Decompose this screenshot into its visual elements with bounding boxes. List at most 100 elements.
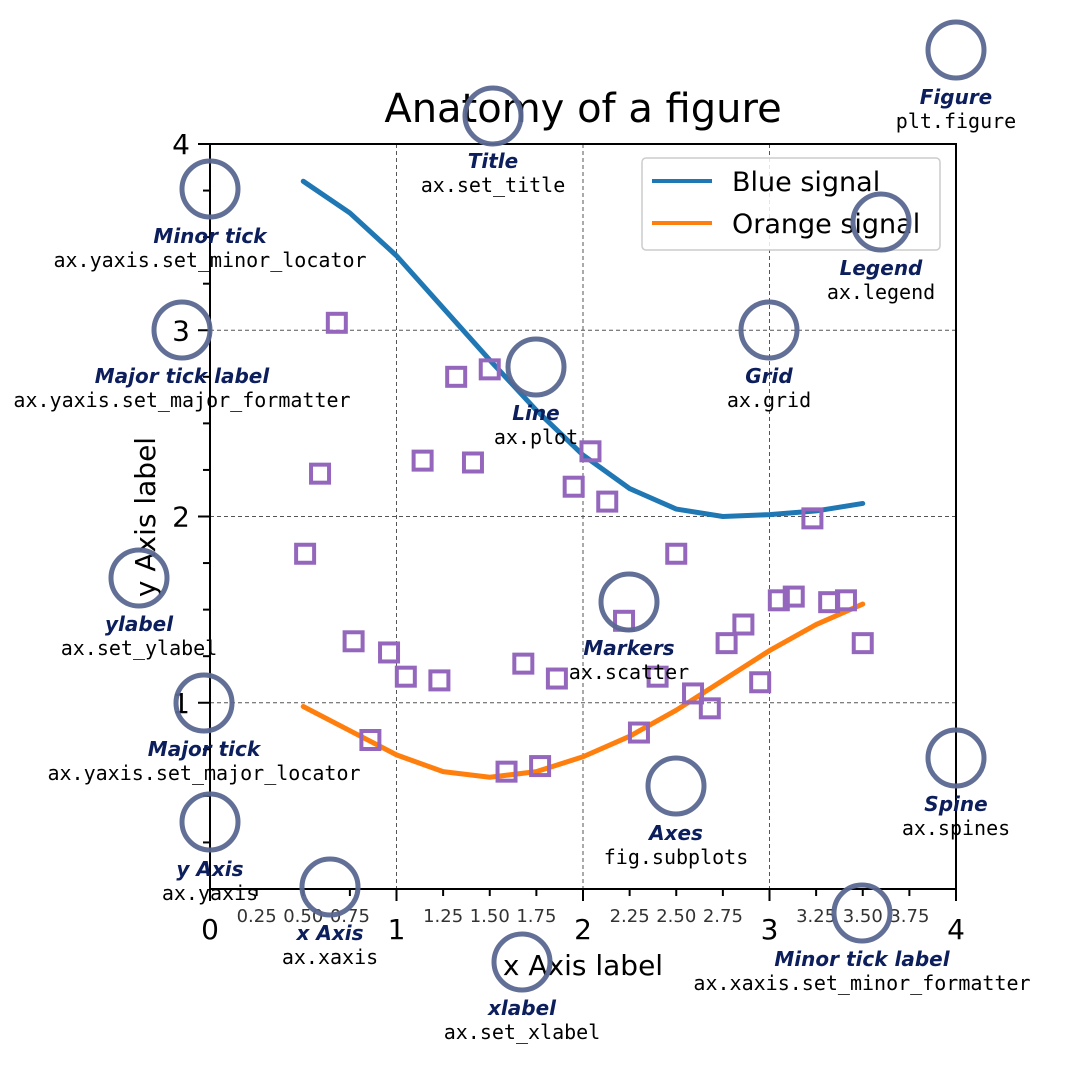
scatter-marker <box>529 755 552 778</box>
annotation-title-figure: Figure <box>920 85 993 109</box>
annotation-code-spine: ax.spines <box>902 816 1010 840</box>
annotation-code-minor-tick-label: ax.xaxis.set_minor_formatter <box>693 971 1030 995</box>
legend-frame <box>641 157 941 251</box>
annotation-title-legend: Legend <box>840 256 923 280</box>
scatter-marker <box>512 652 535 675</box>
x-major-tick-label: 3 <box>761 913 779 946</box>
series-layer <box>294 178 874 783</box>
annotation-circle-figure <box>925 19 987 81</box>
annotation-title-line: Line <box>512 401 559 425</box>
annotation-circle-x-axis <box>299 856 361 918</box>
scatter-marker <box>596 490 619 513</box>
annotation-title-xlabel: xlabel <box>487 996 557 1020</box>
x-minor-tick-label: 3.75 <box>889 906 929 927</box>
x-major-tick-label: 2 <box>574 913 592 946</box>
annotation-circle-major-tick <box>173 672 235 734</box>
chart-title: Anatomy of a figure <box>384 86 781 132</box>
annotation-code-y-axis: ax.yaxis <box>162 881 258 905</box>
annotation-code-line: ax.plot <box>494 425 578 449</box>
annotation-title-ylabel: ylabel <box>105 612 174 636</box>
scatter-marker <box>801 507 824 530</box>
annotation-code-legend: ax.legend <box>827 280 935 304</box>
annotation-code-xlabel: ax.set_xlabel <box>444 1020 601 1044</box>
annotation-title-major-tick-label: Major tick label <box>95 364 271 388</box>
series-line-orange-signal <box>300 601 866 780</box>
legend: Blue signal Orange signal <box>641 157 941 251</box>
scatter-marker <box>325 311 348 334</box>
x-axis-label: x Axis label <box>503 949 663 982</box>
scatter-marker <box>682 682 705 705</box>
scatter-marker <box>698 697 721 720</box>
legend-label-blue-signal: Blue signal <box>732 167 880 198</box>
scatter-marker <box>665 542 688 565</box>
scatter-marker <box>411 449 434 472</box>
scatter-marker <box>394 665 417 688</box>
scatter-marker <box>732 613 755 636</box>
x-minor-tick-label: 3.50 <box>843 906 883 927</box>
scatter-marker <box>309 462 332 485</box>
annotation-title-markers: Markers <box>583 636 674 660</box>
annotation-code-title: ax.set_title <box>421 173 566 197</box>
x-major-tick-label: 4 <box>947 913 965 946</box>
x-major-tick-label: 0 <box>201 913 219 946</box>
y-major-tick-label: 2 <box>172 501 190 534</box>
scatter-marker <box>342 630 365 653</box>
x-minor-tick-label: 3.25 <box>796 906 836 927</box>
scatter-marker <box>579 440 602 463</box>
annotation-code-x-axis: ax.xaxis <box>282 945 378 969</box>
annotation-layer: Figureplt.figureTitleax.set_titleLegenda… <box>13 19 1031 1044</box>
scatter-marker <box>545 667 568 690</box>
annotation-circle-spine <box>925 727 987 789</box>
annotation-title-x-axis: x Axis <box>295 921 363 945</box>
y-major-tick-label: 3 <box>172 314 190 347</box>
annotation-circle-minor-tick-label <box>831 882 893 944</box>
scatter-marker <box>646 665 669 688</box>
scatter-marker <box>749 671 772 694</box>
scatter-marker <box>445 365 468 388</box>
scatter-marker <box>715 632 738 655</box>
annotation-title-grid: Grid <box>745 364 793 388</box>
annotation-circle-title <box>462 85 524 147</box>
scatter-marker <box>851 632 874 655</box>
annotation-circle-line <box>505 336 567 398</box>
annotation-circle-grid <box>738 299 800 361</box>
scatter-marker <box>428 669 451 692</box>
annotation-title-minor-tick: Minor tick <box>153 224 268 248</box>
scatter-marker <box>478 358 501 381</box>
scatter-marker <box>562 475 585 498</box>
annotation-code-grid: ax.grid <box>727 388 811 412</box>
x-major-tick-label: 1 <box>388 913 406 946</box>
annotation-code-axes: fig.subplots <box>604 845 749 869</box>
legend-label-orange-signal: Orange signal <box>732 209 920 240</box>
scatter-marker <box>495 760 518 783</box>
scatter-marker <box>294 542 317 565</box>
scatter-marker <box>834 589 857 612</box>
scatter-marker <box>359 729 382 751</box>
annotation-circle-markers <box>598 571 660 633</box>
annotation-circle-ylabel <box>108 547 170 609</box>
x-minor-tick-label: 0.25 <box>237 906 277 927</box>
annotation-circle-minor-tick <box>179 158 241 220</box>
annotation-circle-xlabel <box>491 931 553 993</box>
scatter-marker <box>627 721 650 744</box>
annotation-title-y-axis: y Axis <box>176 857 243 881</box>
annotation-code-markers: ax.scatter <box>569 660 689 684</box>
annotation-circle-major-tick-label <box>151 299 213 361</box>
annotation-circle-legend <box>850 191 912 253</box>
x-minor-tick-label: 1.50 <box>470 906 510 927</box>
x-minor-tick-label: 2.25 <box>610 906 650 927</box>
annotation-title-axes: Axes <box>647 821 703 845</box>
x-minor-tick-label: 1.75 <box>516 906 556 927</box>
x-minor-tick-label: 2.75 <box>703 906 743 927</box>
x-minor-tick-label: 1.25 <box>423 906 463 927</box>
y-major-tick-label: 4 <box>172 128 190 161</box>
annotation-code-major-tick-label: ax.yaxis.set_major_formatter <box>13 388 350 412</box>
scatter-marker <box>378 641 401 664</box>
scatter-marker <box>767 589 790 612</box>
annotation-title-major-tick: Major tick <box>148 737 262 761</box>
annotation-title-title: Title <box>468 149 518 173</box>
annotation-code-minor-tick: ax.yaxis.set_minor_locator <box>53 248 366 272</box>
annotation-circle-y-axis <box>179 791 241 853</box>
